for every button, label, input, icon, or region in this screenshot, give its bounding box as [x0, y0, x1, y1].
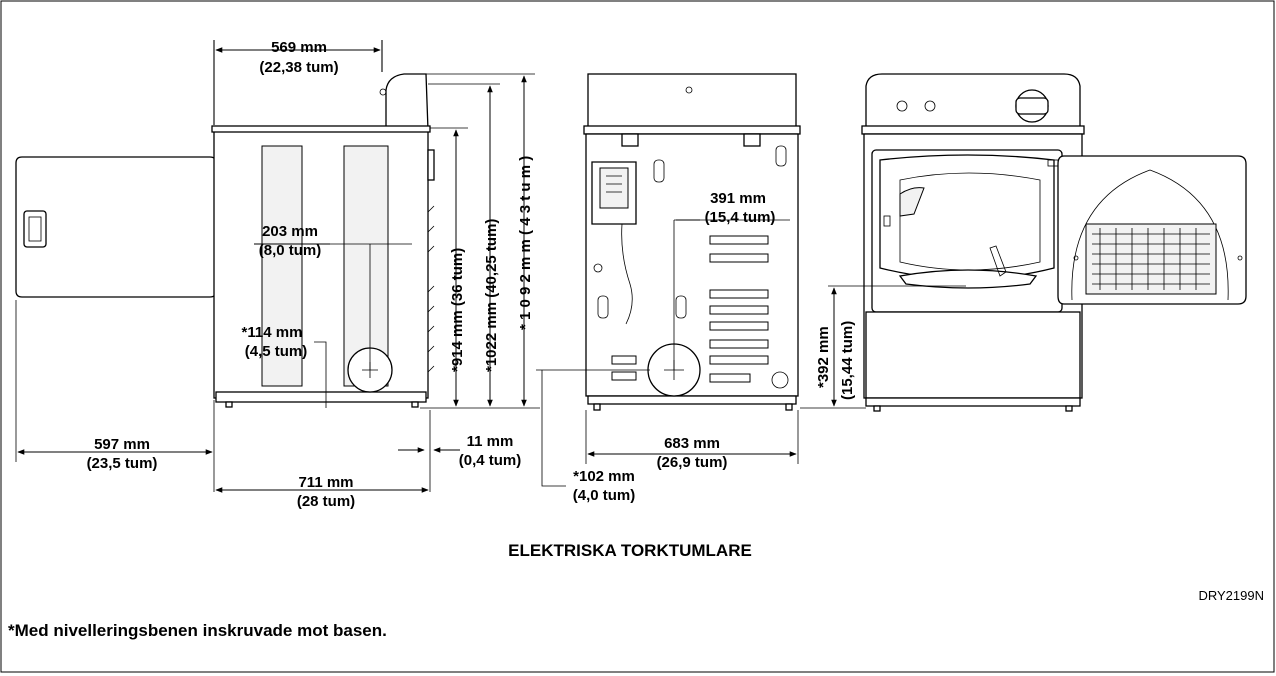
drum-opening: [879, 154, 1055, 280]
label-102-mm: *102 mm: [573, 468, 635, 485]
label-391-tum: (15,4 tum): [705, 209, 776, 226]
rear-dimension-lines: [536, 219, 799, 487]
label-11-mm: 11 mm: [467, 433, 514, 450]
diagram-title: ELEKTRISKA TORKTUMLARE: [508, 541, 752, 560]
label-392-mm: *392 mm: [815, 326, 832, 388]
label-114-tum: (4,5 tum): [245, 343, 308, 360]
label-683-tum: (26,9 tum): [657, 454, 728, 471]
label-597-tum: (23,5 tum): [87, 455, 158, 472]
front-view: [861, 73, 1247, 412]
label-914: *914 mm (36 tum): [449, 248, 466, 372]
label-569-tum: (22,38 tum): [259, 59, 338, 76]
label-203-tum: (8,0 tum): [259, 242, 322, 259]
label-1092: * 1 0 9 2 m m ( 4 3 t u m ): [517, 156, 534, 330]
rear-view: [583, 73, 801, 411]
front-labels: *392 mm (15,44 tum): [815, 321, 856, 400]
footnote: *Med nivelleringsbenen inskruvade mot ba…: [8, 621, 387, 640]
side-dimension-lines: [15, 40, 540, 493]
label-683-mm: 683 mm: [664, 435, 720, 452]
label-11-tum: (0,4 tum): [459, 452, 522, 469]
label-711-mm: 711 mm: [298, 474, 353, 491]
rear-labels: 391 mm (15,4 tum) 683 mm (26,9 tum) *102…: [573, 190, 776, 504]
label-203-mm: 203 mm: [262, 223, 318, 240]
lint-filter: [1085, 223, 1217, 295]
label-597-mm: 597 mm: [94, 436, 150, 453]
label-102-tum: (4,0 tum): [573, 487, 636, 504]
label-569-mm: 569 mm: [271, 39, 327, 56]
label-114-mm: *114 mm: [242, 324, 303, 341]
label-391-mm: 391 mm: [710, 190, 766, 207]
figure-code: DRY2199N: [1198, 588, 1264, 603]
label-711-tum: (28 tum): [297, 493, 355, 510]
side-control-panel: [385, 73, 429, 131]
side-view: [15, 73, 435, 408]
label-392-tum: (15,44 tum): [839, 321, 856, 400]
front-dimension-lines: [800, 285, 966, 409]
side-cabinet: [213, 129, 429, 399]
side-labels: 569 mm (22,38 tum) 203 mm (8,0 tum) *114…: [87, 39, 534, 510]
label-1022: *1022 mm (40,25 tum): [483, 219, 500, 372]
open-door: [15, 156, 217, 298]
